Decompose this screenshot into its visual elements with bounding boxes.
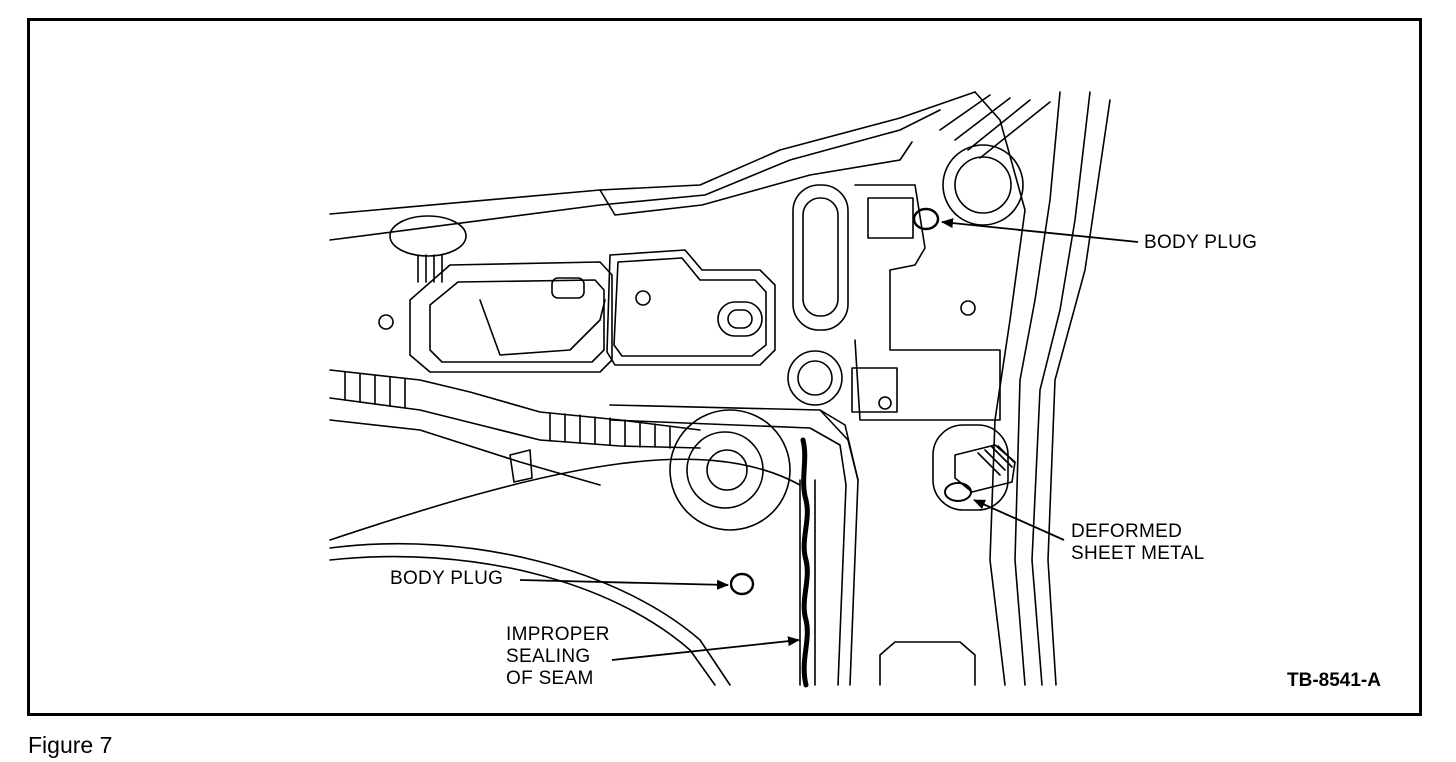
door-upper-inner-edge (329, 109, 941, 241)
door-upper-edge (329, 91, 976, 215)
lower-left-hole-outer (787, 350, 843, 406)
lower-center-lines (799, 479, 816, 686)
callout-deformed-sheet-metal: DEFORMED SHEET METAL (1071, 521, 1205, 565)
leader-body-plug-upper (941, 218, 1139, 243)
callout-improper-line-3: OF SEAM (506, 668, 594, 689)
deformed-bracket (954, 444, 1016, 493)
grommet-outer (669, 409, 791, 531)
wire-harness-clip (509, 449, 533, 483)
leader-improper-seal (611, 636, 800, 661)
pillar-line-2 (1014, 91, 1061, 686)
right-large-hole-inner (954, 156, 1012, 214)
tall-slot-outer (792, 184, 849, 331)
callout-body-plug-upper-text: BODY PLUG (1144, 232, 1258, 253)
upper-body-plug (912, 207, 940, 231)
figure-caption: Figure 7 (28, 732, 113, 758)
right-bracket (854, 184, 1001, 421)
center-panel-hole (635, 290, 651, 306)
lower-left-hole-inner (797, 360, 833, 396)
callout-deformed-line-2: SHEET METAL (1071, 543, 1205, 564)
pillar-line-4 (1047, 99, 1111, 686)
left-cutout-bracket (479, 299, 606, 356)
center-panel-inner (613, 257, 767, 357)
grommet-inner (706, 449, 748, 491)
callout-body-plug-upper: BODY PLUG (1144, 232, 1257, 254)
pillar-line-1 (974, 91, 1026, 686)
left-cutout-tab (551, 277, 585, 299)
right-large-hole-outer (942, 144, 1024, 226)
door-belt-line (599, 141, 913, 216)
upper-left-oval-stem (417, 254, 443, 283)
lower-bracket-tab (851, 367, 898, 413)
callout-body-plug-lower-text: BODY PLUG (390, 568, 504, 589)
improper-seam-seal (800, 437, 810, 688)
deformed-metal-spot (944, 482, 972, 502)
door-lower-arc (329, 458, 801, 541)
lower-bracket-hole (878, 396, 892, 410)
lower-body-plug (729, 572, 755, 596)
center-slot-outer (717, 301, 763, 337)
callout-improper-line-2: SEALING (506, 646, 591, 667)
leader-deformed-metal (973, 499, 1065, 541)
pillar-hatching (939, 94, 1051, 159)
door-inner-curve-2 (329, 555, 716, 686)
leader-body-plug-lower (519, 579, 729, 590)
deformed-bracket-hatch (977, 445, 1015, 476)
seam-flange-outer (609, 404, 859, 686)
deformed-pocket (932, 424, 1009, 511)
pillar-line-3 (1031, 91, 1091, 686)
center-slot-inner (727, 309, 753, 329)
callout-body-plug-lower: BODY PLUG (390, 568, 503, 590)
left-panel-hole (378, 314, 394, 330)
grommet-mid (686, 431, 764, 509)
wire-harness-ribs (344, 371, 671, 449)
drawing-id: TB-8541-A (1287, 670, 1381, 691)
callout-improper-sealing: IMPROPER SEALING OF SEAM (506, 624, 610, 690)
seam-flange-fold (819, 409, 859, 481)
tall-slot-inner (802, 197, 839, 317)
lower-right-panel (879, 641, 976, 686)
door-inner-curve (329, 542, 731, 686)
callout-improper-line-1: IMPROPER (506, 624, 610, 645)
upper-left-oval (389, 215, 467, 257)
callout-deformed-line-1: DEFORMED (1071, 521, 1183, 542)
right-panel-hole (960, 300, 976, 316)
figure-frame (27, 18, 1422, 716)
left-cutout-inner (429, 279, 605, 363)
right-bracket-tab (867, 197, 914, 239)
wire-branch (329, 419, 601, 486)
seam-flange-inner (609, 419, 847, 686)
center-panel-outer (606, 249, 776, 366)
